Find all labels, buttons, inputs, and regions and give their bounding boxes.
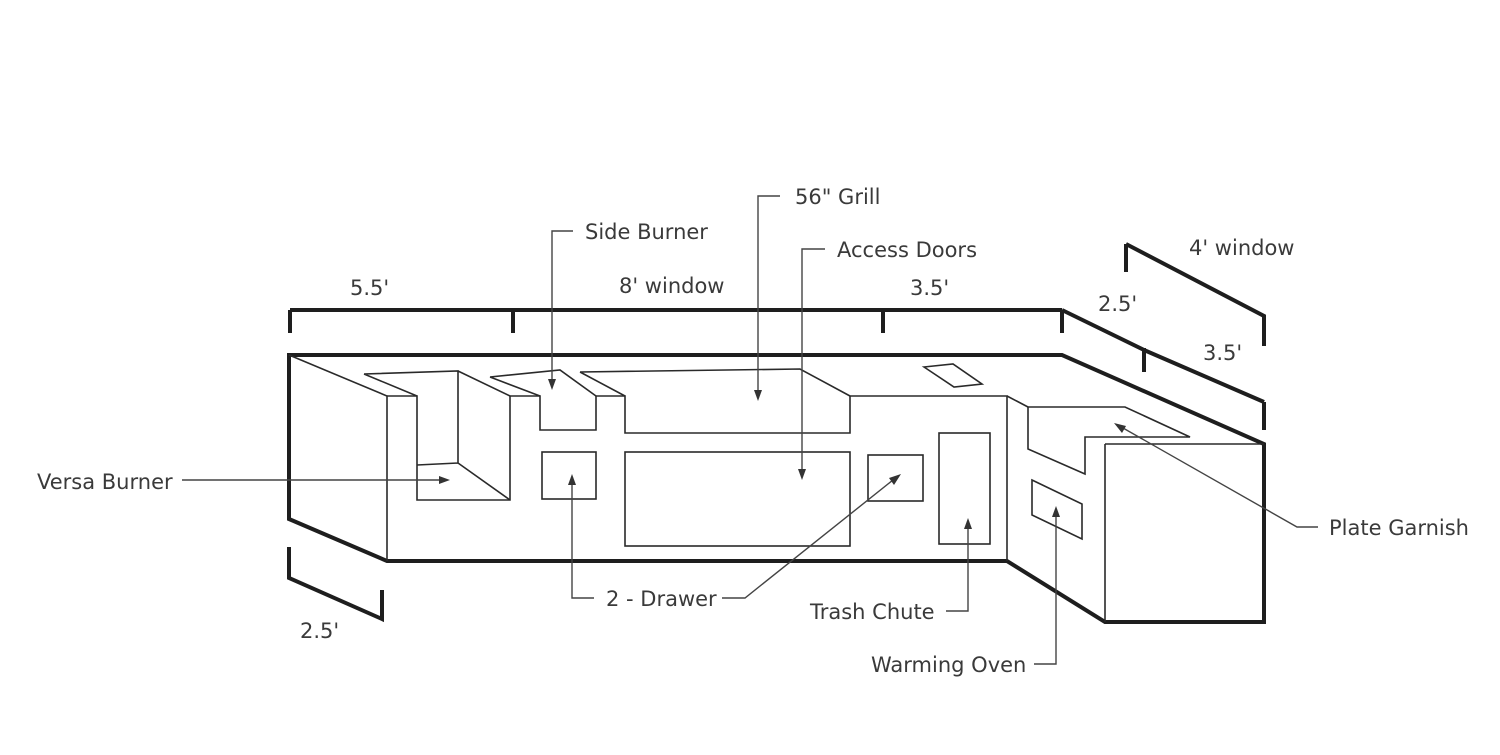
arrow-side-burner (548, 379, 556, 390)
dimension-line-window-4 (1124, 242, 1266, 346)
trash-chute-panel (938, 432, 991, 545)
arrow-trash-chute (964, 518, 972, 529)
dimension-labels: 5.5' 8' window 3.5' 2.5' 4' window 3.5' … (300, 236, 1294, 643)
right-wing-face (1006, 395, 1264, 622)
front-top-edge (387, 395, 1008, 561)
island-body (287, 353, 1266, 624)
label-access-doors: Access Doors (837, 238, 977, 262)
grill-cutout (579, 368, 851, 397)
components (363, 363, 1191, 547)
dimension-line-left-depth (287, 547, 384, 623)
label-trash-chute: Trash Chute (809, 600, 935, 624)
dim-label-return-back: 2.5' (1098, 292, 1137, 316)
arrow-drawer-right (889, 474, 901, 485)
drawer-left (541, 451, 597, 500)
arrow-grill (754, 390, 762, 401)
drawer-right (867, 454, 924, 502)
label-grill: 56" Grill (795, 185, 880, 209)
label-warming-oven: Warming Oven (871, 653, 1026, 677)
dim-label-window-4: 4' window (1189, 236, 1294, 260)
component-labels: 56" Grill Side Burner Access Doors Versa… (37, 185, 1469, 677)
island-outline (287, 353, 1266, 624)
versa-burner-well (363, 370, 511, 501)
dimension-line-return-back (1061, 308, 1145, 352)
label-versa-burner: Versa Burner (37, 470, 173, 494)
arrow-plate-garnish (1114, 423, 1126, 433)
leader-lines (182, 195, 1318, 665)
access-doors-panel (624, 451, 851, 547)
label-two-drawer: 2 - Drawer (606, 587, 717, 611)
side-burner-cutout (489, 369, 597, 397)
dimension-lines (287, 242, 1266, 623)
label-side-burner: Side Burner (585, 220, 708, 244)
arrow-warming-oven (1052, 506, 1060, 517)
dim-label-left-depth: 2.5' (300, 619, 339, 643)
arrow-drawer-left (568, 474, 576, 485)
dim-label-return-side: 3.5' (1203, 341, 1242, 365)
label-plate-garnish: Plate Garnish (1329, 516, 1469, 540)
dim-label-right-segment: 3.5' (910, 276, 949, 300)
dimension-line-return-side (1142, 348, 1266, 430)
dim-label-window-8: 8' window (619, 274, 724, 298)
warming-oven-panel (1031, 478, 1083, 541)
top-vent (921, 363, 985, 388)
plate-garnish-cutout (1027, 406, 1191, 476)
dimension-line-top (288, 308, 1064, 333)
left-end-face (288, 354, 388, 561)
arrow-access-doors (798, 469, 806, 480)
arrow-versa-burner (439, 476, 450, 484)
dim-label-left-segment: 5.5' (350, 276, 389, 300)
